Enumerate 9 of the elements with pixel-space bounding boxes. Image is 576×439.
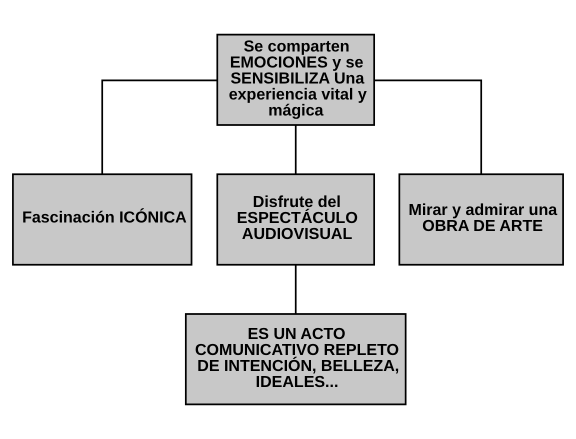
connector xyxy=(294,264,297,314)
connector xyxy=(294,125,297,174)
node-box: Disfrute del ESPECTÁCULO AUDIOVISUAL xyxy=(216,173,376,266)
node-box: Mirar y admirar una OBRA DE ARTE xyxy=(398,173,564,266)
connector xyxy=(374,80,482,174)
node-box: Se comparten EMOCIONES y se SENSIBILIZA Una experiencia vital y mágica xyxy=(216,34,376,126)
node-box: Fascinación ICÓNICA xyxy=(12,173,192,266)
connector xyxy=(101,80,218,174)
node-box: ES UN ACTO COMUNICATIVO REPLETO DE INTENCIÓN, BELLEZA, IDEALES... xyxy=(184,313,406,406)
